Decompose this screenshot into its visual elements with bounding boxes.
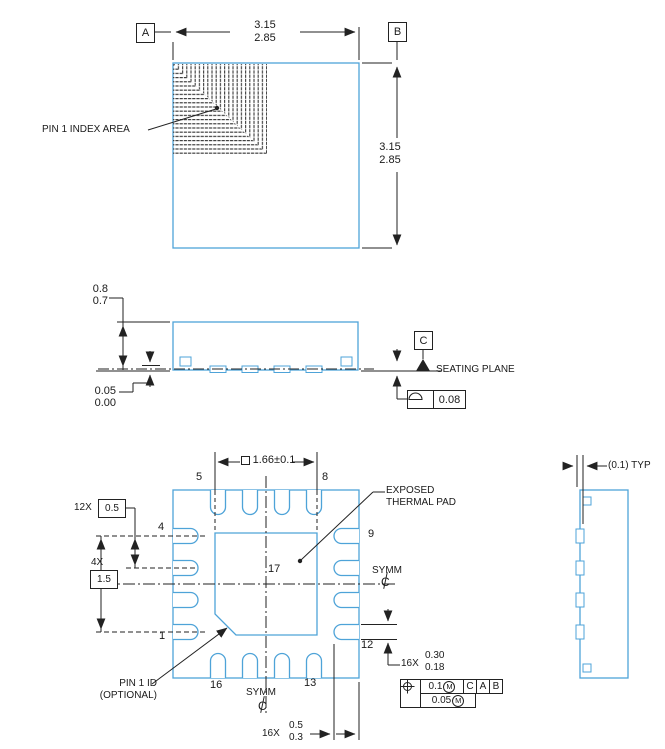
- pin-4-label: 4: [158, 521, 165, 533]
- mmc-modifier-icon: M: [452, 694, 465, 707]
- datum-c-label: C: [419, 334, 428, 347]
- datum-b-box: B: [388, 22, 407, 42]
- pin-13-label: 13: [304, 677, 317, 689]
- fcf-datum-a: A: [476, 679, 490, 694]
- side-view-lines: [96, 297, 442, 400]
- side-standoff-min: 0.00: [94, 397, 116, 409]
- side-standoff-dim: 0.05 0.00: [86, 385, 116, 409]
- top-height-min: 2.85: [379, 154, 401, 166]
- bottom-view-lines: [96, 452, 400, 740]
- datum-a-label: A: [141, 27, 150, 39]
- span-value: 1.5: [97, 574, 111, 585]
- lead-width-min: 0.18: [425, 662, 445, 673]
- datum-c-box: C: [414, 331, 433, 350]
- side-height-dim: 0.8 0.7: [84, 283, 108, 307]
- top-height-max: 3.15: [379, 141, 401, 153]
- fcf-datum-c: C: [463, 679, 477, 694]
- top-width-min: 2.85: [254, 32, 276, 44]
- pitch-value: 0.5: [105, 503, 119, 514]
- tol2-value: 0.05: [431, 695, 452, 706]
- pitch-value-box: 0.5: [98, 499, 126, 518]
- tol1-value: 0.1: [428, 681, 443, 692]
- side-height-max: 0.8: [92, 283, 108, 295]
- side-height-min: 0.7: [92, 295, 108, 307]
- top-height-dim: 3.15 2.85: [368, 141, 412, 167]
- lead-width-max: 0.30: [425, 650, 445, 661]
- position-symbol-icon: [400, 679, 421, 708]
- lead-length-max: 0.5: [289, 720, 303, 731]
- datum-c-triangle: [416, 359, 430, 371]
- datum-b-label: B: [393, 26, 402, 38]
- top-width-dim: 3.15 2.85: [232, 19, 298, 45]
- exposed-pad-label-2: THERMAL PAD: [386, 497, 457, 508]
- pin-8-label: 8: [322, 471, 329, 483]
- lead-length-min: 0.3: [289, 732, 303, 743]
- pad-dimension: 1.66±0.1: [220, 454, 316, 467]
- profile-tolerance-value: 0.08: [433, 390, 466, 409]
- lead-length-dim: 0.5 0.3: [285, 720, 307, 744]
- top-width-max: 3.15: [254, 19, 276, 31]
- lead-width-count: 16X: [401, 658, 419, 669]
- lead-width-dim: 0.30 0.18: [425, 650, 444, 674]
- span-value-box: 1.5: [90, 570, 118, 589]
- fcf-datum-b: B: [489, 679, 503, 694]
- centerline-symbol-right: C: [381, 572, 390, 589]
- pin-17-label: 17: [268, 563, 281, 575]
- mmc-modifier-icon: M: [443, 680, 456, 693]
- pin1-id-optional-label: (OPTIONAL): [99, 690, 157, 701]
- pin-12-label: 12: [361, 639, 374, 651]
- square-symbol-icon: [240, 455, 250, 465]
- top-view-lines: [147, 27, 402, 249]
- pad-dimension-value: 1.66±0.1: [252, 454, 296, 466]
- seating-plane-label: SEATING PLANE: [436, 364, 515, 375]
- pin1-id-label: PIN 1 ID: [119, 678, 157, 689]
- detail-view-lines: [562, 455, 629, 679]
- datum-a-box: A: [136, 23, 155, 43]
- symm-bottom-label: SYMM: [246, 687, 276, 698]
- pin-16-label: 16: [210, 679, 223, 691]
- profile-symbol-icon: [407, 390, 434, 409]
- exposed-pad-label-1: EXPOSED: [386, 485, 435, 496]
- profile-tolerance-frame: 0.08: [407, 390, 466, 409]
- centerline-symbol-bottom: C: [258, 696, 267, 713]
- pin-5-label: 5: [196, 471, 203, 483]
- side-standoff-max: 0.05: [94, 385, 116, 397]
- pin-9-label: 9: [368, 528, 375, 540]
- pitch-count-label: 12X: [74, 502, 92, 513]
- detail-offset-dim: (0.1) TYP: [608, 460, 651, 471]
- symm-right-label: SYMM: [372, 565, 402, 576]
- lead-length-count: 16X: [262, 728, 280, 739]
- span-count-label: 4X: [91, 557, 104, 568]
- pin-1-label: 1: [159, 630, 166, 642]
- pin1-index-area-label: PIN 1 INDEX AREA: [42, 124, 130, 135]
